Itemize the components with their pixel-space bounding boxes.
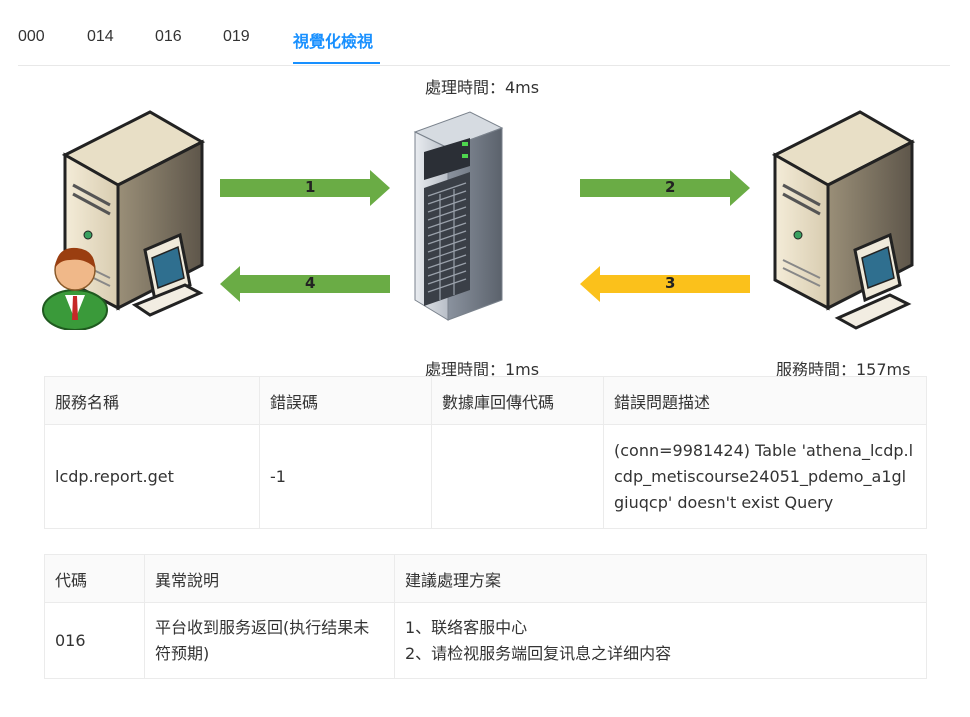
tab-visual-view[interactable]: 視覺化檢視 <box>293 34 374 51</box>
cell-error-code: -1 <box>259 424 432 529</box>
processing-time-bottom: 處理時間：1ms <box>425 360 540 379</box>
header-exception-explain: 異常說明 <box>144 554 395 603</box>
arrow-2-right <box>580 170 750 206</box>
tab-000[interactable]: 000 <box>18 28 45 45</box>
arrow-3-label: 3 <box>665 274 676 292</box>
service-error-table: 服務名稱 錯誤碼 數據庫回傳代碼 錯誤問題描述 lcdp.report.get … <box>44 376 927 529</box>
arrow-4-left <box>220 266 390 302</box>
arrow-4-label: 4 <box>305 274 316 292</box>
header-db-code: 數據庫回傳代碼 <box>431 376 604 425</box>
header-error-description: 錯誤問題描述 <box>603 376 927 425</box>
cell-db-code <box>431 424 604 529</box>
suggestion-2: 2、请检视服务端回复讯息之详细内容 <box>405 643 672 663</box>
middleware-server-icon <box>413 111 504 321</box>
error-description-text: (conn=9981424) Table 'athena_lcdp.lcdp_m… <box>614 440 914 512</box>
cell-error-description: (conn=9981424) Table 'athena_lcdp.lcdp_m… <box>603 424 927 529</box>
header-suggested-action: 建議處理方案 <box>394 554 927 603</box>
arrow-1-label: 1 <box>305 178 316 196</box>
processing-time-top: 處理時間：4ms <box>425 78 540 97</box>
client-server-icon <box>42 110 206 330</box>
cell-service-name: lcdp.report.get <box>44 424 260 529</box>
header-error-code: 錯誤碼 <box>259 376 432 425</box>
tab-016[interactable]: 016 <box>155 28 182 45</box>
flow-diagram: 處理時間：4ms <box>0 66 970 379</box>
cell-exception-explain: 平台收到服务返回(执行结果未符预期) <box>144 602 395 679</box>
tab-019[interactable]: 019 <box>223 28 250 45</box>
error-code-table: 代碼 異常說明 建議處理方案 016 平台收到服务返回(执行结果未符预期) 1、… <box>44 554 927 679</box>
suggestion-1: 1、联络客服中心 <box>405 617 528 637</box>
active-tab-indicator <box>293 62 380 64</box>
table-header-row: 代碼 異常說明 建議處理方案 <box>44 554 927 603</box>
header-code: 代碼 <box>44 554 145 603</box>
cell-code: 016 <box>44 602 145 679</box>
tab-014[interactable]: 014 <box>87 28 114 45</box>
cell-suggested-action: 1、联络客服中心 2、请检视服务端回复讯息之详细内容 <box>394 602 927 679</box>
table-header-row: 服務名稱 錯誤碼 數據庫回傳代碼 錯誤問題描述 <box>44 376 927 425</box>
backend-server-icon <box>771 110 916 330</box>
tab-bar: 000 014 016 019 視覺化檢視 <box>18 18 950 66</box>
table-row: 016 平台收到服务返回(执行结果未符预期) 1、联络客服中心 2、请检视服务端… <box>44 602 927 679</box>
table-row: lcdp.report.get -1 (conn=9981424) Table … <box>44 424 927 529</box>
service-time: 服務時間：157ms <box>776 360 911 379</box>
arrow-2-label: 2 <box>665 178 676 196</box>
header-service-name: 服務名稱 <box>44 376 260 425</box>
arrow-1-right <box>220 170 390 206</box>
arrow-3-left <box>580 266 750 302</box>
